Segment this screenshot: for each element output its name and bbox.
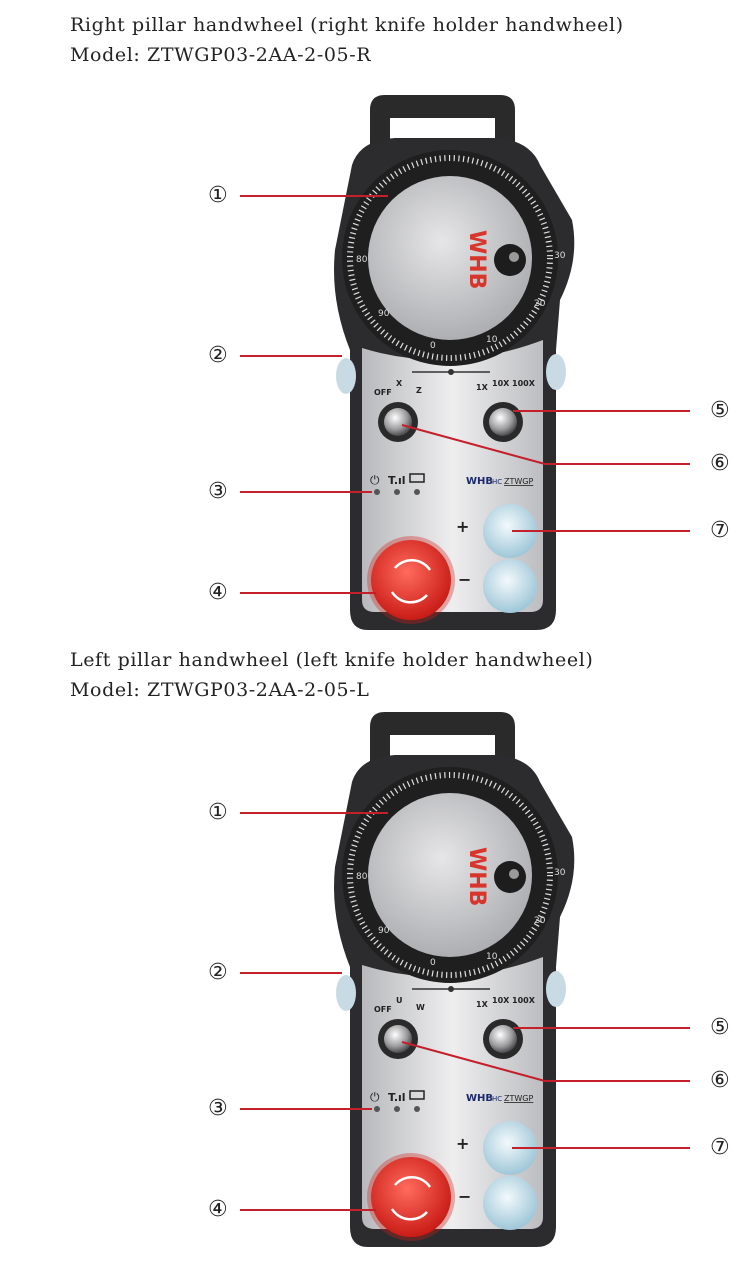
side-enable-button-left[interactable] xyxy=(336,358,356,394)
section-1-model: Model: ZTWGP03-2AA-2-05-R xyxy=(70,44,372,66)
signal-icon: T.ıl xyxy=(388,474,406,487)
battery-icon xyxy=(409,1090,425,1100)
callout-6: ⑥ xyxy=(710,451,730,476)
callout-3: ③ xyxy=(208,479,228,504)
callout-4: ④ xyxy=(208,1197,228,1222)
crank-screw xyxy=(509,252,519,262)
dial-number-20: 20 xyxy=(534,299,546,309)
power-icon: ⏻ xyxy=(370,1090,380,1104)
battery-icon xyxy=(409,473,425,483)
callout-5: ⑤ xyxy=(710,398,730,423)
dial-ticks xyxy=(347,772,553,978)
leader-line-6a xyxy=(401,1041,546,1082)
estop-arrow-top xyxy=(394,559,432,571)
leader-line-6a xyxy=(401,424,546,465)
minus-button[interactable] xyxy=(483,1176,537,1230)
handwheel-dial[interactable] xyxy=(368,176,532,340)
emergency-stop-button[interactable] xyxy=(371,540,451,620)
handle xyxy=(370,712,515,767)
axis-selector-knob[interactable] xyxy=(384,1025,412,1053)
dial-number-80: 80 xyxy=(356,872,368,882)
axis-label-u: U xyxy=(396,996,403,1005)
dial-number-0: 0 xyxy=(430,341,436,351)
left-handwheel-diagram: 0 10 20 30 80 90 WHB OFF U W 1X 10X 100X… xyxy=(240,712,690,1247)
callout-1: ① xyxy=(208,800,228,825)
axis-label-z: Z xyxy=(416,386,422,395)
callout-2: ② xyxy=(208,960,228,985)
callout-5: ⑤ xyxy=(710,1015,730,1040)
section-1-title: Right pillar handwheel (right knife hold… xyxy=(70,14,624,36)
dial-number-10: 10 xyxy=(486,952,498,962)
callout-1: ① xyxy=(208,183,228,208)
rate-label-10x: 10X xyxy=(492,379,510,388)
dial-number-90: 90 xyxy=(378,926,390,936)
section-2-model: Model: ZTWGP03-2AA-2-05-L xyxy=(70,679,370,701)
panel-brand-logo: WHB xyxy=(466,476,493,487)
dial-number-10: 10 xyxy=(486,335,498,345)
minus-button[interactable] xyxy=(483,559,537,613)
axis-selector-knob[interactable] xyxy=(384,408,412,436)
rate-label-10x: 10X xyxy=(492,996,510,1005)
side-enable-button-left[interactable] xyxy=(336,975,356,1011)
rate-label-100x: 100X xyxy=(512,996,536,1005)
dial-indicator-dot xyxy=(448,986,454,992)
panel-brand-logo: WHB xyxy=(466,1093,493,1104)
callout-7: ⑦ xyxy=(710,1135,730,1160)
dial-number-80: 80 xyxy=(356,255,368,265)
dial-brand-logo: WHB xyxy=(464,847,489,906)
callout-7: ⑦ xyxy=(710,518,730,543)
side-enable-button-right[interactable] xyxy=(546,971,566,1007)
dial-number-30: 30 xyxy=(554,868,566,878)
axis-label-off: OFF xyxy=(374,1005,392,1014)
emergency-stop-button[interactable] xyxy=(371,1157,451,1237)
handwheel-dial[interactable] xyxy=(368,793,532,957)
axis-label-x: X xyxy=(396,379,403,388)
power-led xyxy=(374,489,380,495)
rate-selector-knob[interactable] xyxy=(489,408,517,436)
rate-selector-knob[interactable] xyxy=(489,1025,517,1053)
panel-brand-sub: HC xyxy=(492,478,502,486)
power-led xyxy=(374,1106,380,1112)
signal-led xyxy=(394,489,400,495)
estop-arrow-bottom xyxy=(390,591,428,604)
rate-label-1x: 1X xyxy=(476,383,489,392)
handle xyxy=(370,95,515,150)
signal-icon: T.ıl xyxy=(388,1091,406,1104)
panel-brand-sub: HC xyxy=(492,1095,502,1103)
dial-number-90: 90 xyxy=(378,309,390,319)
callout-2: ② xyxy=(208,343,228,368)
axis-label-off: OFF xyxy=(374,388,392,397)
plus-label: + xyxy=(456,1134,469,1153)
panel-model-badge: ZTWGP xyxy=(504,477,533,486)
crank-screw xyxy=(509,869,519,879)
right-handwheel-diagram: 0 10 20 30 80 90 WHB OFF X Z 1X 10X 100X… xyxy=(240,95,690,630)
dial-number-30: 30 xyxy=(554,251,566,261)
dial-brand-logo: WHB xyxy=(464,230,489,289)
side-enable-button-right[interactable] xyxy=(546,354,566,390)
axis-label-w: W xyxy=(416,1003,425,1012)
minus-label: − xyxy=(458,1187,471,1206)
callout-6: ⑥ xyxy=(710,1068,730,1093)
estop-arrow-bottom xyxy=(390,1208,428,1221)
callout-4: ④ xyxy=(208,580,228,605)
battery-led xyxy=(414,489,420,495)
signal-led xyxy=(394,1106,400,1112)
estop-arrow-top xyxy=(394,1176,432,1188)
rate-label-1x: 1X xyxy=(476,1000,489,1009)
dial-number-0: 0 xyxy=(430,958,436,968)
plus-button[interactable] xyxy=(483,504,537,558)
panel-model-badge: ZTWGP xyxy=(504,1094,533,1103)
dial-ticks xyxy=(347,155,553,361)
section-2-title: Left pillar handwheel (left knife holder… xyxy=(70,649,594,671)
dial-indicator-dot xyxy=(448,369,454,375)
power-icon: ⏻ xyxy=(370,473,380,487)
dial-number-20: 20 xyxy=(534,916,546,926)
minus-label: − xyxy=(458,570,471,589)
plus-label: + xyxy=(456,517,469,536)
callout-3: ③ xyxy=(208,1096,228,1121)
plus-button[interactable] xyxy=(483,1121,537,1175)
rate-label-100x: 100X xyxy=(512,379,536,388)
battery-led xyxy=(414,1106,420,1112)
